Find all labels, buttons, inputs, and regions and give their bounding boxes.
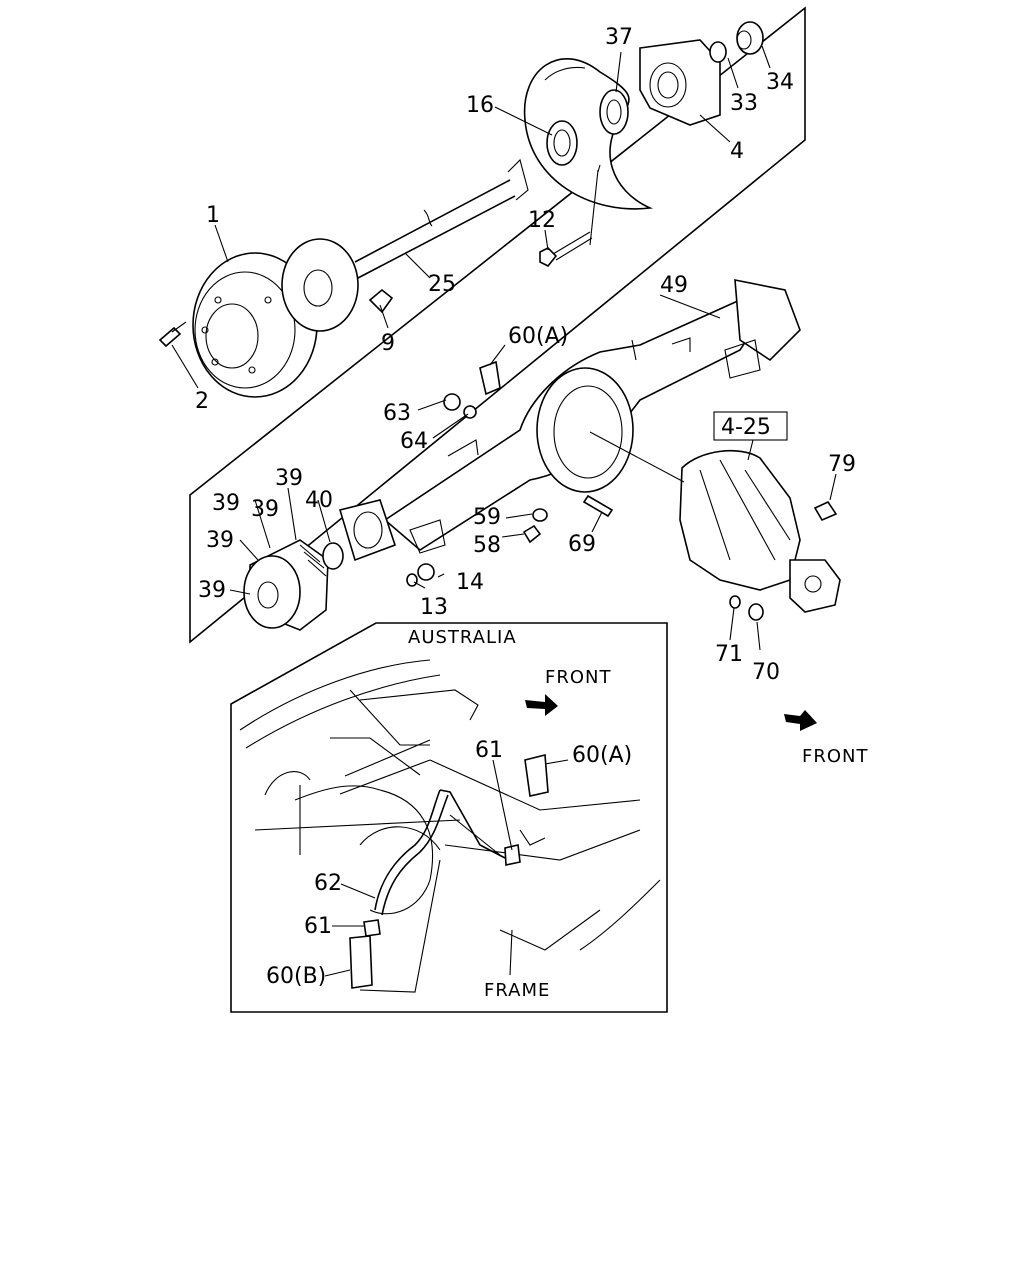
label-39-mid: 39 <box>251 497 279 522</box>
label-2: 2 <box>195 389 209 414</box>
label-39-left: 39 <box>212 491 240 516</box>
bearing-37 <box>599 89 629 135</box>
stud-69 <box>582 494 614 518</box>
oil-seal-40 <box>322 542 344 570</box>
washer-13 <box>406 573 418 587</box>
inset-breather-60a <box>524 753 549 797</box>
label-14: 14 <box>456 570 484 595</box>
label-13: 13 <box>420 595 448 620</box>
axle-shaft-25 <box>281 158 529 332</box>
inset-title: AUSTRALIA <box>408 627 517 648</box>
label-9: 9 <box>381 331 395 356</box>
inset-frame-label: FRAME <box>484 980 550 1001</box>
stud-bolt-9 <box>368 288 394 314</box>
inset-connector-61b <box>363 919 381 937</box>
inset-breather-hose-62 <box>374 789 506 916</box>
label-16: 16 <box>466 93 494 118</box>
label-63: 63 <box>383 401 411 426</box>
washer-33 <box>709 41 727 63</box>
washer-71 <box>729 595 741 609</box>
bearing-retainer-4 <box>639 39 721 126</box>
bolt-63 <box>443 393 461 411</box>
label-34: 34 <box>766 70 794 95</box>
label-60a: 60(A) <box>508 324 568 349</box>
label-39-bottom: 39 <box>198 578 226 603</box>
inset-label-60a: 60(A) <box>572 743 632 768</box>
label-37: 37 <box>605 25 633 50</box>
inset-label-62: 62 <box>314 871 342 896</box>
inset-leader-lines <box>324 759 569 993</box>
inset-breather-60b <box>349 935 373 989</box>
ref-box-4-25 <box>713 411 788 441</box>
label-39-top: 39 <box>275 466 303 491</box>
label-58: 58 <box>473 533 501 558</box>
lock-nut-34 <box>736 21 764 55</box>
label-79: 79 <box>828 452 856 477</box>
screw-2 <box>158 321 187 348</box>
label-70: 70 <box>752 660 780 685</box>
differential-carrier <box>679 449 841 613</box>
washer-59 <box>532 508 548 522</box>
bolt-58 <box>522 524 542 544</box>
label-1: 1 <box>206 203 220 228</box>
washer-64 <box>463 405 477 419</box>
label-33: 33 <box>730 91 758 116</box>
label-25: 25 <box>428 272 456 297</box>
label-49: 49 <box>660 273 688 298</box>
label-12: 12 <box>528 208 556 233</box>
axle-housing-49 <box>338 279 801 562</box>
inset-connector-61a <box>504 844 521 866</box>
label-4: 4 <box>730 139 744 164</box>
inset-front-label: FRONT <box>545 667 612 688</box>
brake-backing-plate <box>523 58 653 210</box>
shim-stack-39 <box>243 539 329 631</box>
label-39-lower: 39 <box>206 528 234 553</box>
label-71: 71 <box>715 642 743 667</box>
inset-label-61-top: 61 <box>475 738 503 763</box>
australia-inset-border <box>230 622 668 1013</box>
label-4-25: 4-25 <box>721 415 771 440</box>
oil-seal-16 <box>546 120 578 166</box>
inset-label-60b: 60(B) <box>266 964 326 989</box>
bolt-12 <box>539 231 593 268</box>
nut-14 <box>417 563 435 581</box>
bolt-79 <box>813 500 838 522</box>
nut-70 <box>748 603 764 621</box>
breather-60a-top <box>479 360 501 396</box>
front-arrow-icon <box>784 710 817 731</box>
label-40: 40 <box>305 488 333 513</box>
inset-front-arrow-icon <box>525 694 558 716</box>
label-69: 69 <box>568 532 596 557</box>
label-59: 59 <box>473 505 501 530</box>
front-label: FRONT <box>802 746 869 767</box>
label-64: 64 <box>400 429 428 454</box>
leader-lines <box>171 45 837 651</box>
inset-label-61-bottom: 61 <box>304 914 332 939</box>
inset-chassis-sketch <box>239 659 661 951</box>
